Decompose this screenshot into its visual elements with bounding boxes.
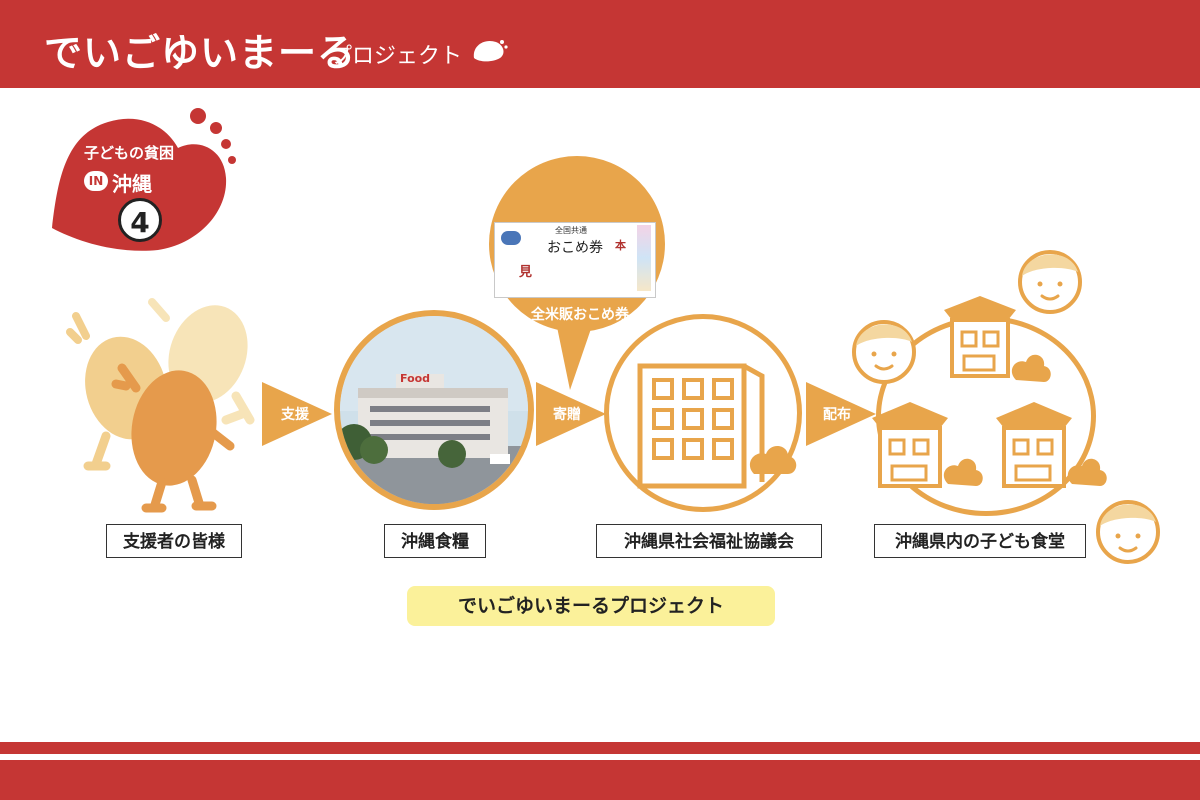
badge-region: 沖縄 (112, 172, 152, 196)
voucher-sample-mark-2: 本 (615, 239, 626, 252)
seed-logo-icon (473, 40, 508, 62)
voucher-sample-mark: 見 (519, 265, 533, 280)
footer-stripe (0, 742, 1200, 754)
voucher-title: おこめ券 (547, 240, 603, 256)
logo-subtitle: プロジェクト (330, 44, 463, 69)
house-icon (944, 296, 1016, 378)
voucher-caption: 全米販おこめ券 (531, 307, 629, 323)
okinawa-shokuryo-photo (334, 310, 534, 510)
badge-in-mark: IN (84, 171, 108, 191)
voucher-top-text: 全国共通 (555, 226, 587, 235)
logo-title: でいごゆいまーる (44, 31, 357, 75)
building-sign: Food (400, 372, 431, 385)
footer-bar (0, 760, 1200, 800)
child-face-icon (852, 320, 916, 384)
arrow-distribute-label: 配布 (823, 407, 851, 423)
houses-and-children-illustration (852, 250, 1160, 564)
arrow-donate-icon (536, 382, 606, 446)
office-building-icon (637, 363, 797, 489)
stage-label-kids-cafeteria: 沖縄県内の子ども食堂 (874, 524, 1086, 558)
voucher-hologram (637, 225, 651, 291)
stage-label-supporters: 支援者の皆様 (106, 524, 242, 558)
arrow-support-icon (262, 382, 332, 446)
arrow-donate-label: 寄贈 (553, 407, 581, 423)
badge-number: 4 (118, 198, 162, 242)
heart-badge-icon (52, 108, 236, 251)
stage-label-social-welfare-council: 沖縄県社会福祉協議会 (596, 524, 822, 558)
badge-title: 子どもの貧困 (84, 144, 175, 162)
stage-label-okinawa-shokuryo: 沖縄食糧 (384, 524, 486, 558)
rice-voucher-ticket: 全国共通 おこめ券 見 本 (494, 222, 656, 298)
header-bar: でいごゆいまーる プロジェクト (0, 0, 1200, 88)
arrow-support-label: 支援 (281, 407, 309, 423)
project-name-label: でいごゆいまーるプロジェクト (407, 586, 775, 626)
supporter-beans-illustration (66, 298, 255, 513)
arrow-distribute-icon (806, 382, 876, 446)
voucher-logo-icon (501, 231, 521, 245)
